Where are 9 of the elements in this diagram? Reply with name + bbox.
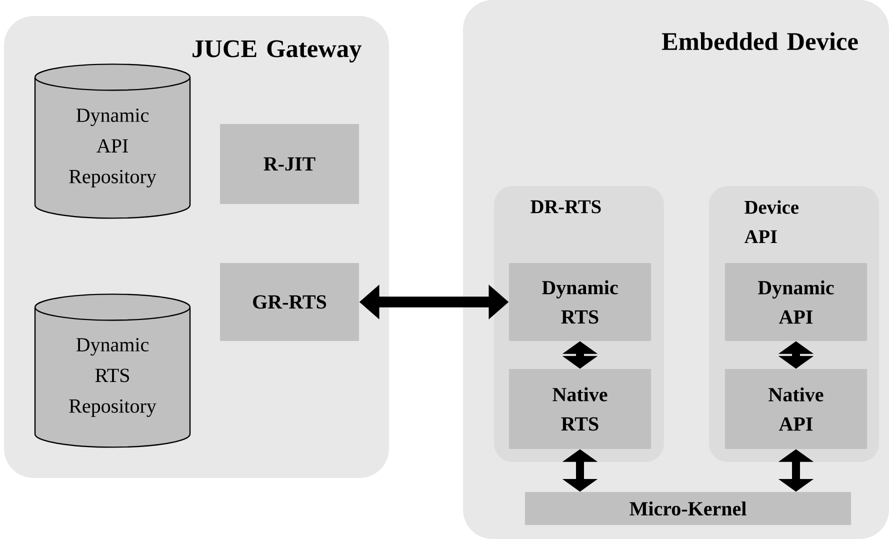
- process-box: Native API: [725, 369, 867, 449]
- process-box: GR-RTS: [220, 263, 359, 341]
- process-box: Dynamic RTS: [509, 263, 651, 341]
- process-box: Dynamic API: [725, 263, 867, 341]
- database-cylinder: Dynamic API Repository: [34, 64, 191, 219]
- process-box: Native RTS: [509, 369, 651, 449]
- process-box: R-JIT: [220, 124, 359, 204]
- database-cylinder: Dynamic RTS Repository: [34, 294, 191, 448]
- process-box: Micro-Kernel: [525, 492, 851, 525]
